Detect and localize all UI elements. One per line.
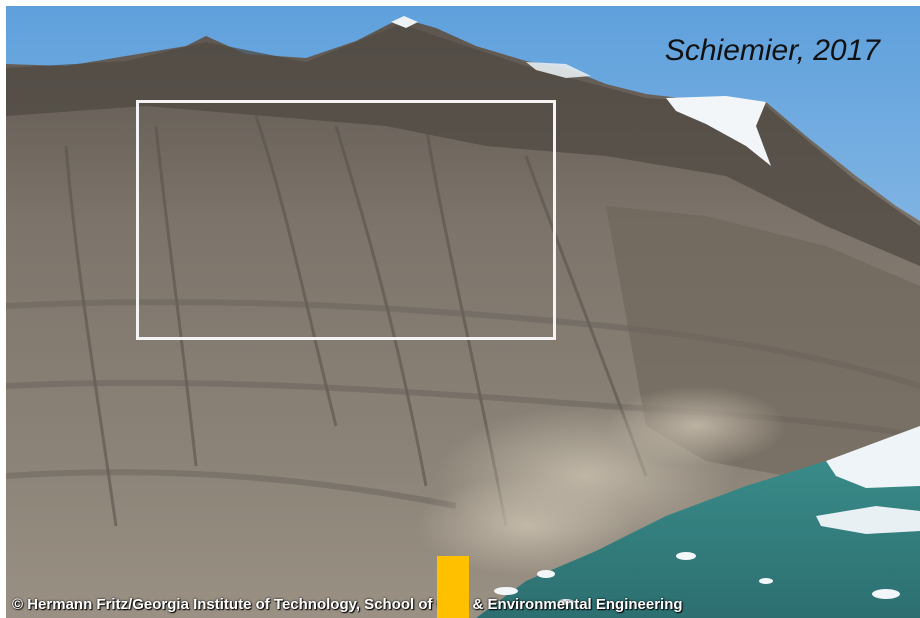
dust-cloud-3	[606, 386, 786, 466]
mountain-scene	[6, 6, 920, 618]
yellow-marker	[437, 556, 469, 618]
ice-chunk	[537, 570, 555, 578]
ice-chunk	[494, 587, 518, 595]
ice-chunk	[558, 599, 574, 605]
ice-chunk	[759, 578, 773, 584]
highlight-rectangle	[136, 100, 556, 340]
ice-floe-large	[826, 426, 920, 488]
summit-snow	[391, 16, 418, 28]
snow-patch	[666, 96, 771, 166]
ridge-snow	[526, 62, 591, 78]
ice-chunk	[872, 589, 900, 599]
photo-credit: © Hermann Fritz/Georgia Institute of Tec…	[12, 596, 683, 613]
fjord-water	[476, 436, 920, 618]
dust-cloud-2	[416, 476, 636, 576]
ice-floe	[816, 506, 920, 534]
ice-chunk	[676, 552, 696, 560]
landslide-photo	[6, 6, 920, 618]
citation-label: Schiemier, 2017	[664, 34, 880, 67]
upper-cliff-band	[6, 24, 920, 266]
